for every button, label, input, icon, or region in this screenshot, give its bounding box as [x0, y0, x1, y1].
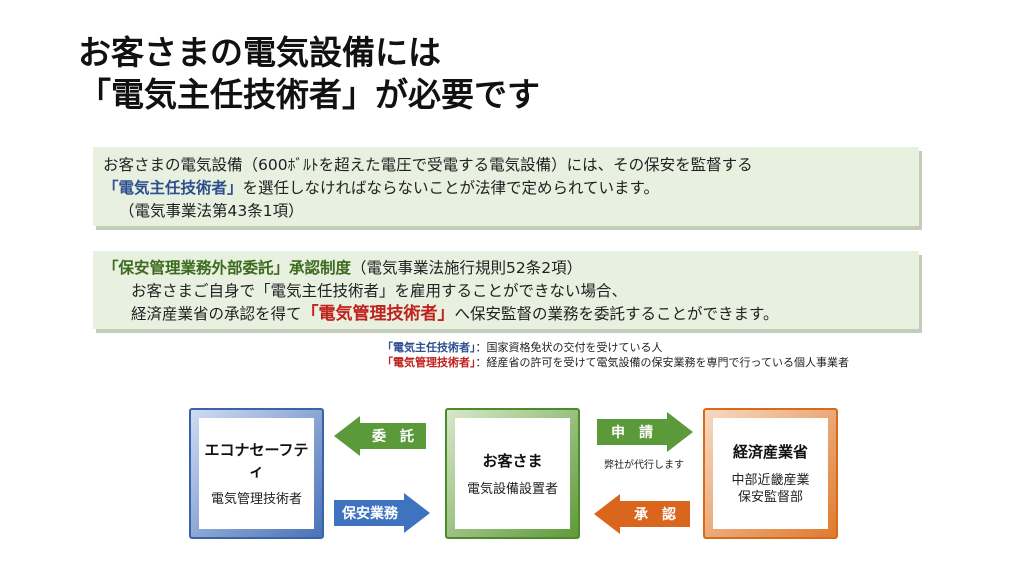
box2-line-3a: 経済産業省の承認を得て — [131, 305, 302, 323]
arrow-shonin: 承 認 — [594, 494, 690, 534]
title-line-1: お客さまの電気設備には — [78, 33, 441, 72]
box2-line-3c: へ保安監督の業務を委託することができます。 — [454, 305, 779, 323]
arrow-right-shape — [597, 412, 693, 452]
entity-meti-name: 経済産業省 — [732, 443, 808, 461]
page-title: お客さまの電気設備には 「電気主任技術者」が必要です — [78, 32, 540, 116]
box1-line-2: を選任しなければならないことが法律で定められています。 — [242, 179, 660, 197]
box1-line-3: （電気事業法第43条1項） — [119, 202, 304, 220]
entity-meti: 経済産業省 中部近畿産業 保安監督部 — [703, 408, 838, 539]
arrow-shinsei: 申 請 — [597, 412, 693, 452]
legal-requirement-box: お客さまの電気設備（600ﾎﾞﾙﾄを超えた電圧で受電する電気設備）には、その保安… — [93, 147, 919, 226]
entity-customer-name: お客さま — [482, 451, 543, 470]
arrow-hoan-label: 保安業務 — [342, 506, 398, 522]
note-1-term: 「電気主任技術者」 — [382, 341, 476, 354]
entity-econa-safety: エコナセーフティ 電気管理技術者 — [189, 408, 324, 539]
outsourcing-approval-box: 「保安管理業務外部委託」承認制度（電気事業法施行規則52条2項） お客さまご自身… — [93, 251, 919, 329]
note-1-desc: ：国家資格免状の交付を受けている人 — [475, 341, 663, 354]
title-line-2: 「電気主任技術者」が必要です — [78, 75, 540, 114]
box1-term: 「電気主任技術者」 — [103, 179, 243, 197]
box2-term: 「電気管理技術者」 — [301, 304, 455, 324]
box2-heading-ref: （電気事業法施行規則52条2項） — [351, 259, 583, 277]
entity-customer-role: 電気設備設置者 — [466, 481, 558, 497]
box1-line-1: お客さまの電気設備（600ﾎﾞﾙﾄを超えた電圧で受電する電気設備）には、その保安… — [103, 156, 753, 174]
arrow-hoan: 保安業務 — [334, 493, 430, 533]
note-2-desc: ：経産省の許可を受けて電気設備の保安業務を専門で行っている個人事業者 — [475, 356, 849, 369]
box2-heading: 「保安管理業務外部委託」承認制度 — [103, 259, 352, 277]
arrow-right-shape — [334, 493, 430, 533]
arrow-left-shape — [594, 494, 690, 534]
arrow-shonin-label: 承 認 — [634, 507, 676, 523]
entity-econa-safety-name: エコナセーフティ — [204, 441, 309, 480]
entity-meti-role-1: 中部近畿産業 — [731, 473, 810, 488]
proxy-note: 弊社が代行します — [604, 460, 684, 471]
arrow-shinsei-label: 申 請 — [611, 425, 653, 441]
entity-customer: お客さま 電気設備設置者 — [445, 408, 580, 539]
arrow-left-shape — [334, 416, 426, 456]
entity-meti-role: 中部近畿産業 保安監督部 — [731, 472, 809, 506]
entity-meti-role-2: 保安監督部 — [737, 490, 803, 505]
note-2-term: 「電気管理技術者」 — [382, 356, 476, 369]
entity-econa-safety-role: 電気管理技術者 — [210, 492, 302, 507]
arrow-itaku: 委 託 — [334, 416, 426, 456]
definitions-notes: 「電気主任技術者」：国家資格免状の交付を受けている人 「電気管理技術者」：経産省… — [382, 340, 849, 370]
arrow-itaku-label: 委 託 — [372, 429, 414, 445]
box2-line-2: お客さまご自身で「電気主任技術者」を雇用することができない場合、 — [131, 282, 628, 300]
